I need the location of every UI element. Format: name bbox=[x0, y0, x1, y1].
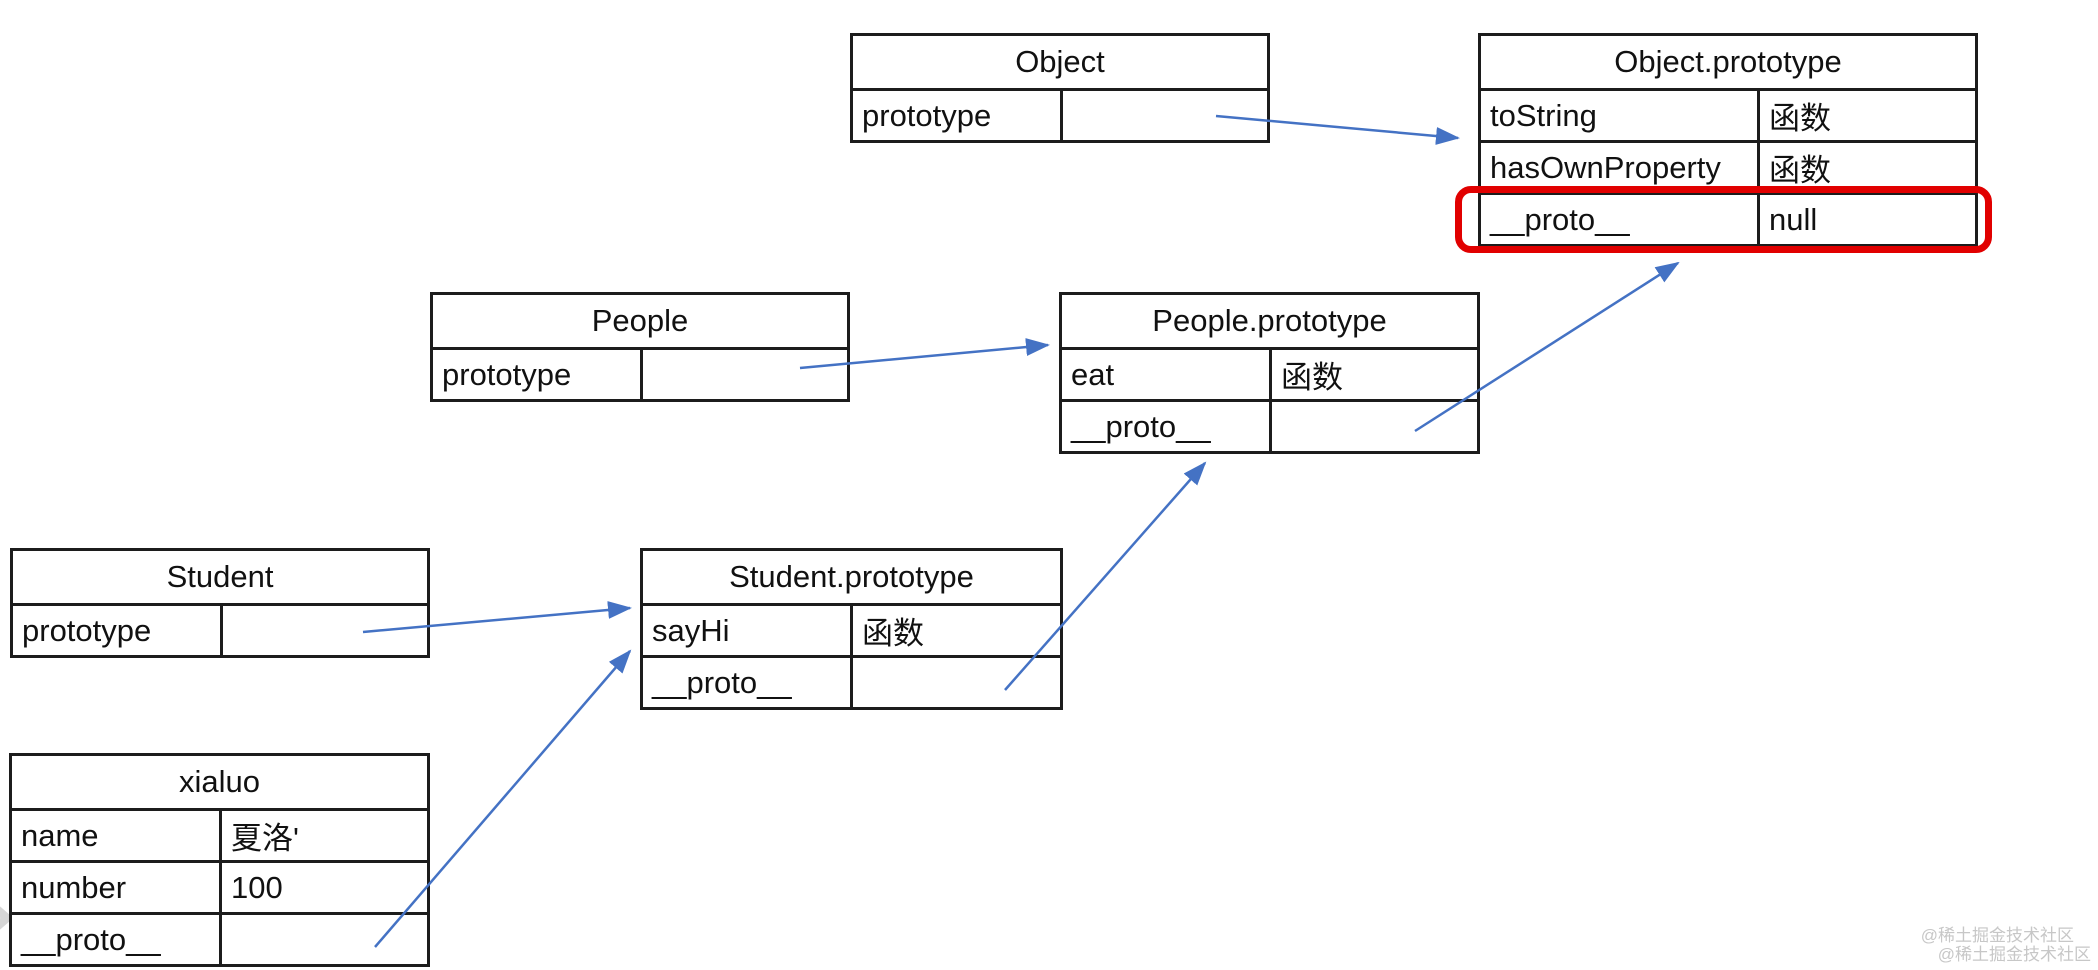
property-name: __proto__ bbox=[12, 915, 222, 964]
table-row: prototype bbox=[853, 88, 1267, 140]
property-name: eat bbox=[1062, 350, 1272, 399]
property-name: __proto__ bbox=[1481, 195, 1760, 244]
property-value: null bbox=[1769, 201, 1818, 237]
table-title: Student.prototype bbox=[729, 559, 974, 594]
property-name: hasOwnProperty bbox=[1481, 143, 1760, 192]
table-xialuo: xialuo name 夏洛' number 100 __proto__ bbox=[9, 753, 430, 967]
table-row: eat 函数 bbox=[1062, 347, 1477, 399]
property-value bbox=[222, 915, 427, 964]
property-value: 函数 bbox=[1281, 360, 1343, 395]
table-row: number 100 bbox=[12, 860, 427, 912]
table-people: People prototype bbox=[430, 292, 850, 402]
table-row: prototype bbox=[433, 347, 847, 399]
watermark-line: @稀土掘金技术社区 bbox=[1920, 926, 2074, 945]
highlight-proto-null-box bbox=[1455, 186, 1992, 253]
property-name: name bbox=[12, 811, 222, 860]
property-value bbox=[1272, 402, 1477, 451]
table-student-prototype: Student.prototype sayHi 函数 __proto__ bbox=[640, 548, 1063, 710]
property-value: 夏洛' bbox=[231, 821, 299, 856]
table-title: Object bbox=[1015, 44, 1105, 79]
table-row: prototype bbox=[13, 603, 427, 655]
table-student: Student prototype bbox=[10, 548, 430, 658]
table-row: __proto__ bbox=[12, 912, 427, 964]
table-title: Student bbox=[166, 559, 274, 594]
property-name: number bbox=[12, 863, 222, 912]
property-name: sayHi bbox=[643, 606, 853, 655]
property-name: prototype bbox=[853, 91, 1063, 140]
table-title: People bbox=[591, 303, 689, 338]
property-value bbox=[223, 606, 427, 655]
table-row: name 夏洛' bbox=[12, 808, 427, 860]
property-name: toString bbox=[1481, 91, 1760, 140]
table-title: Object.prototype bbox=[1614, 44, 1842, 79]
property-name: prototype bbox=[433, 350, 643, 399]
property-name: prototype bbox=[13, 606, 223, 655]
table-row: sayHi 函数 bbox=[643, 603, 1060, 655]
watermark-line: @稀土掘金技术社区 bbox=[1937, 945, 2091, 964]
table-row: toString 函数 bbox=[1481, 88, 1975, 140]
table-row-proto-null: __proto__ null bbox=[1481, 192, 1975, 244]
table-object-prototype: Object.prototype toString 函数 hasOwnPrope… bbox=[1478, 33, 1978, 247]
property-name: __proto__ bbox=[1062, 402, 1272, 451]
stray-mark bbox=[0, 903, 10, 933]
table-title: People.prototype bbox=[1152, 303, 1387, 338]
property-value: 函数 bbox=[1769, 101, 1831, 136]
property-value: 函数 bbox=[1769, 153, 1831, 188]
table-object: Object prototype bbox=[850, 33, 1270, 143]
property-value bbox=[853, 658, 1060, 707]
table-row: __proto__ bbox=[1062, 399, 1477, 451]
table-row: __proto__ bbox=[643, 655, 1060, 707]
property-value: 100 bbox=[231, 869, 283, 905]
table-row: hasOwnProperty 函数 bbox=[1481, 140, 1975, 192]
property-value: 函数 bbox=[862, 616, 924, 651]
table-people-prototype: People.prototype eat 函数 __proto__ bbox=[1059, 292, 1480, 454]
watermark: @稀土掘金技术社区 @稀土掘金技术社区 bbox=[1921, 926, 2098, 964]
property-name: __proto__ bbox=[643, 658, 853, 707]
property-value bbox=[643, 350, 847, 399]
property-value bbox=[1063, 91, 1267, 140]
table-title: xialuo bbox=[179, 764, 260, 799]
